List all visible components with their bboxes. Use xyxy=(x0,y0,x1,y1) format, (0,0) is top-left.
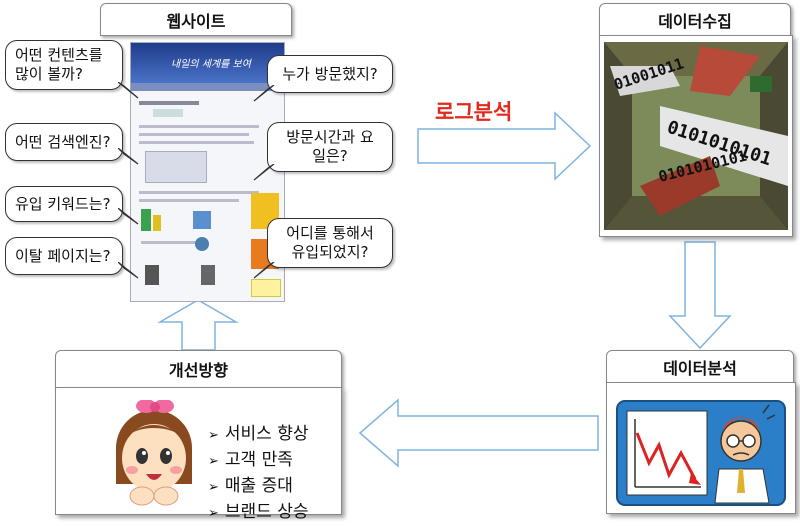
improvement-box: ➢서비스 향상 ➢고객 만족 ➢매출 증대 ➢브랜드 상승 xyxy=(55,387,342,522)
data-analysis-box xyxy=(606,382,796,514)
site-banner: 내일의 세계를 보여 xyxy=(131,43,284,83)
list-item: ➢고객 만족 xyxy=(208,450,293,470)
data-analysis-illustration xyxy=(616,400,786,506)
arrow-right xyxy=(417,111,592,181)
data-collection-header: 데이터수집 xyxy=(599,3,791,36)
arrow-down xyxy=(668,241,732,350)
data-collection-title: 데이터수집 xyxy=(658,11,732,31)
improvement-header: 개선방향 xyxy=(55,350,342,388)
question-exit-page: 이탈 페이지는? xyxy=(5,237,123,275)
question-visit-time-day: 방문시간과 요 일은? xyxy=(267,122,393,172)
data-collection-box: 01001011 0101010101 0101010101 xyxy=(599,35,793,237)
list-item: ➢서비스 향상 xyxy=(208,424,309,444)
question-popular-content: 어떤 컨텐츠를 많이 볼까? xyxy=(5,40,123,90)
question-inflow-source: 어디를 통해서 유입되었지? xyxy=(267,218,393,268)
arrow-bullet-icon: ➢ xyxy=(208,428,219,443)
arrow-bullet-icon: ➢ xyxy=(208,506,219,521)
site-banner-text: 내일의 세계를 보여 xyxy=(171,59,251,70)
arrow-bullet-icon: ➢ xyxy=(208,454,219,469)
arrow-bullet-icon: ➢ xyxy=(208,480,219,495)
log-analysis-label: 로그분석 xyxy=(435,100,513,124)
list-item: ➢매출 증대 xyxy=(208,476,293,496)
website-screenshot: 내일의 세계를 보여 xyxy=(130,42,285,302)
arrow-left xyxy=(358,398,599,468)
question-inflow-keyword: 유입 키워드는? xyxy=(5,186,123,222)
arrow-up xyxy=(157,299,239,351)
website-header: 웹사이트 xyxy=(100,3,292,36)
improvement-list: ➢서비스 향상 ➢고객 만족 ➢매출 증대 ➢브랜드 상승 xyxy=(208,422,309,526)
girl-character-illustration xyxy=(116,400,192,506)
data-analysis-header: 데이터분석 xyxy=(606,350,794,383)
question-who-visited: 누가 방문했지? xyxy=(267,55,393,93)
question-search-engine: 어떤 검색엔진? xyxy=(5,123,123,161)
data-collection-illustration: 01001011 0101010101 0101010101 xyxy=(604,42,788,230)
data-analysis-title: 데이터분석 xyxy=(663,358,737,378)
website-title: 웹사이트 xyxy=(166,11,226,31)
list-item: ➢브랜드 상승 xyxy=(208,502,309,522)
improvement-title: 개선방향 xyxy=(169,361,228,380)
